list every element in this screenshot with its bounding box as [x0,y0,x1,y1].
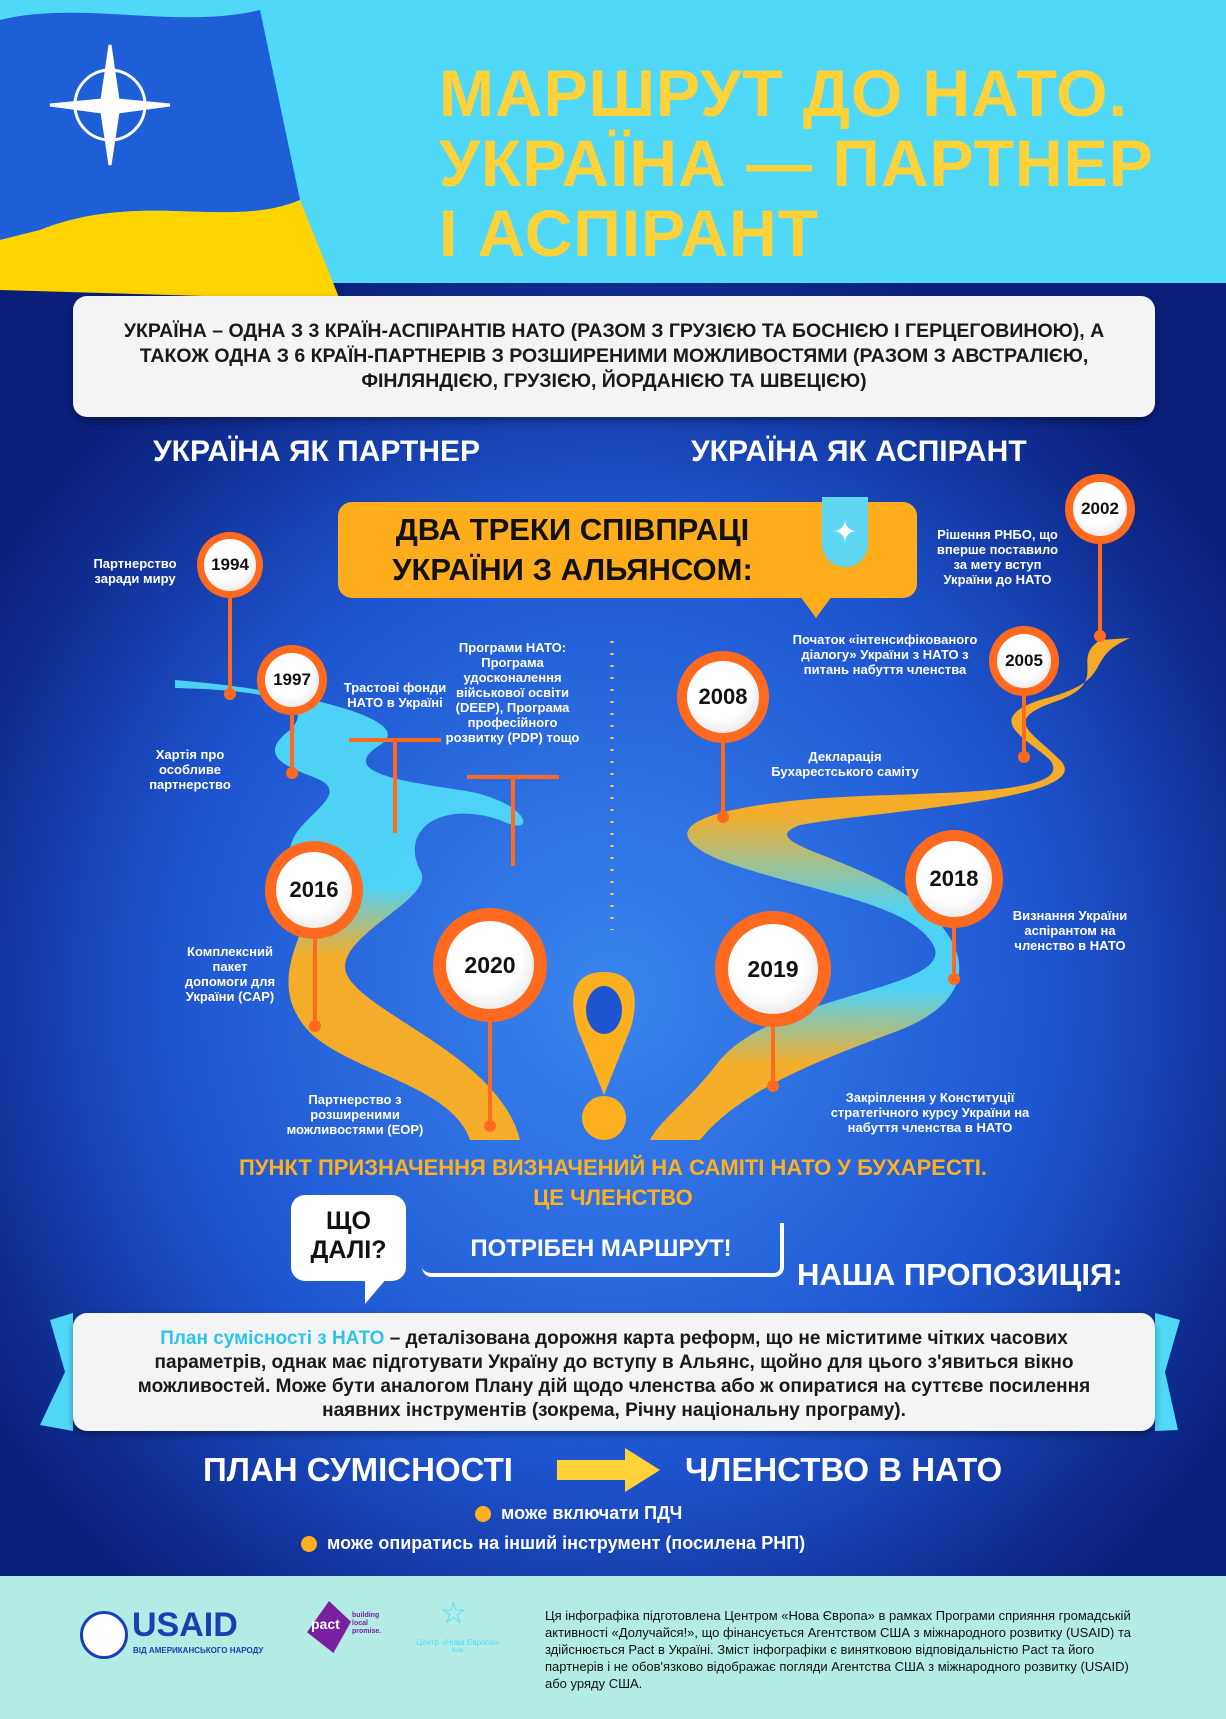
new-europe-city: Київ [451,1648,464,1654]
bullet-item: може опиратись на інший інструмент (поси… [301,1533,805,1554]
need-route-label: ПОТРІБЕН МАРШРУТ! [422,1223,784,1277]
bullet-dot-icon [475,1505,491,1522]
aspirant-heading: УКРАЇНА ЯК АСПІРАНТ [691,435,1027,468]
milestone-2019: 2019 [715,911,831,1027]
bullet-dot-icon [301,1535,317,1552]
pact-logo: pact [311,1616,340,1632]
location-pin-icon [573,972,635,1140]
new-europe-star-icon: ☆ [440,1597,467,1630]
usaid-text: USAID [132,1606,238,1644]
milestone-2018: 2018 [905,830,1003,928]
pin-stem [228,590,232,693]
milestone-label: Закріплення у Конституції стратегічного … [830,1090,1030,1135]
arrow-right-icon [557,1448,660,1492]
partner-heading: УКРАЇНА ЯК ПАРТНЕР [153,435,481,468]
page-title: МАРШРУТ ДО НАТО. УКРАЇНА — ПАРТНЕР І АСП… [439,58,1154,268]
pin-stem [313,925,317,1025]
intro-box: УКРАЇНА – ОДНА З 3 КРАЇН-АСПІРАНТІВ НАТО… [73,296,1155,417]
destination-text: ЦЕ ЧЛЕНСТВО [533,1185,693,1210]
pact-tagline: building local promise. [352,1612,382,1635]
footer: USAID ВІД АМЕРИКАНСЬКОГО НАРОДУ pact bui… [0,1576,1226,1719]
bubble-line: ЩО [326,1207,371,1235]
our-proposal-heading: НАША ПРОПОЗИЦІЯ: [797,1257,1123,1292]
route-dot [286,767,298,779]
milestone-2005: 2005 [989,626,1059,696]
milestone-label: Програми НАТО: Програма удосконалення ві… [445,640,580,745]
milestone-2020: 2020 [433,908,547,1022]
route-dot [309,1020,321,1032]
bubble-line: ДАЛІ? [310,1236,387,1264]
title-line: УКРАЇНА — ПАРТНЕР [439,126,1154,200]
proposal-box: План сумісності з НАТО – деталізована до… [73,1313,1155,1431]
milestone-label: Хартія про особливе партнерство [149,747,231,792]
usaid-seal-icon [80,1611,128,1659]
proposal-highlight: План сумісності з НАТО [160,1328,385,1349]
compat-plan-label: ПЛАН СУМІСНОСТІ [203,1451,513,1488]
proposal-text: – деталізована дорожня карта реформ, що … [137,1328,1091,1421]
title-line: МАРШРУТ ДО НАТО. [439,56,1128,130]
bubble-tail [365,1278,387,1304]
route-dot [948,973,960,985]
pin-stem [511,775,515,866]
box-line: УКРАЇНИ З АЛЬЯНСОМ: [392,552,753,587]
usaid-logo: USAID [132,1606,238,1645]
pin-stem [1022,690,1026,757]
pin-stem [952,920,956,979]
ribbon-left [40,1313,73,1431]
milestone-2008: 2008 [677,651,769,743]
nato-flag [0,10,300,240]
pin-stem [488,1010,492,1126]
milestone-2002: 2002 [1065,474,1135,544]
milestone-label: Декларація Бухарестського саміту [771,749,919,779]
route-dot [1094,630,1106,642]
ukraine-flag [0,200,340,300]
pin-stem [290,705,294,773]
milestone-label: Рішення РНБО, що вперше поставило за мет… [936,527,1059,587]
milestone-label: Партнерство заради миру [93,556,177,586]
milestone-1994: 1994 [197,532,263,598]
milestone-label: Визнання України аспірантом на членство … [1012,908,1128,953]
route-dot [484,1120,496,1132]
box-tail [800,596,832,618]
box-line: ДВА ТРЕКИ СПІВПРАЦІ [395,512,750,547]
milestone-label: Трастові фонди НАТО в Україні [343,680,447,710]
milestone-1997: 1997 [257,645,327,715]
pin-stem [1098,540,1102,636]
milestone-2016: 2016 [265,841,363,939]
pin-stem [771,1020,775,1086]
milestone-label: Початок «інтенсифікованого діалогу» Укра… [792,632,978,677]
nato-emblem-icon: ✦ [822,497,868,567]
bullet-item: може включати ПДЧ [475,1503,682,1524]
new-europe-logo: Центр «Нова Європа» [416,1638,499,1647]
usaid-tagline: ВІД АМЕРИКАНСЬКОГО НАРОДУ [133,1646,264,1655]
route-dot [1018,751,1030,763]
milestone-label: Партнерство з розширеними можливостями (… [286,1092,424,1137]
disclaimer: Ця інфографіка підготовлена Центром «Нов… [545,1608,1131,1691]
milestone-label: Комплексний пакет допомоги для України (… [184,944,276,1004]
route-dot [717,811,729,823]
aspirant-route [650,638,1130,1140]
ribbon-right [1155,1313,1180,1431]
bullet-text: може включати ПДЧ [501,1503,683,1523]
route-dot [767,1080,779,1092]
membership-label: ЧЛЕНСТВО В НАТО [685,1451,1003,1488]
what-next-bubble: ЩО ДАЛІ? [291,1195,406,1281]
two-tracks-box: ДВА ТРЕКИ СПІВПРАЦІ УКРАЇНИ З АЛЬЯНСОМ: [338,502,917,598]
pin-stem [393,738,397,833]
route-dot [224,688,236,700]
bullet-text: може опиратись на інший інструмент (поси… [327,1533,806,1553]
title-line: І АСПІРАНТ [439,196,819,270]
pin-stem [721,735,725,817]
destination-text: ПУНКТ ПРИЗНАЧЕННЯ ВИЗНАЧЕНИЙ НА САМІТІ Н… [239,1155,987,1180]
